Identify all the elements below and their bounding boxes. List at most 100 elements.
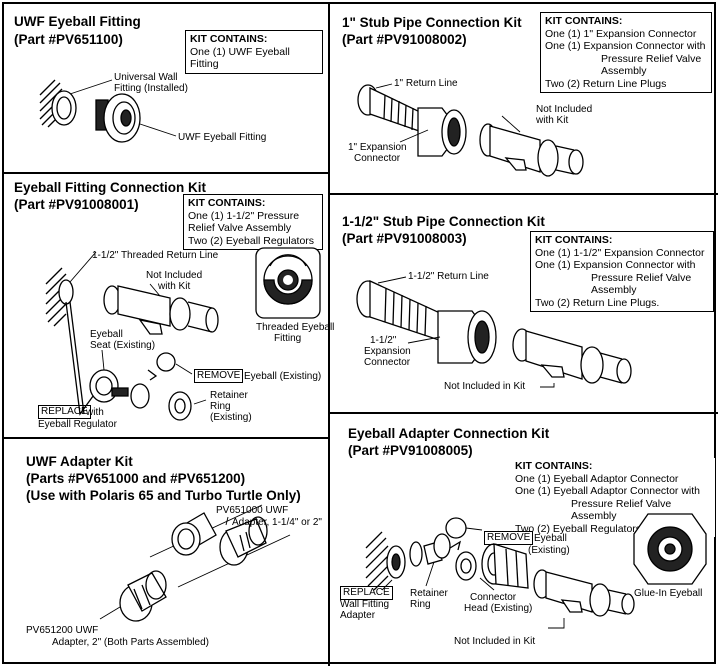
label-connector: Connector: [354, 153, 401, 164]
label-eyeball-regulator: Eyeball Regulator: [38, 419, 117, 430]
kit-item: Two (2) Eyeball Regulators: [515, 522, 642, 535]
divider-left-2: [2, 437, 330, 439]
eyeball-connection-illustration: [45, 247, 321, 421]
label-replace: REPLACE: [340, 586, 393, 600]
kit-item: Two (2) Eyeball Regulators: [188, 234, 315, 247]
panel-title: UWF Eyeball Fitting: [14, 14, 141, 29]
kit-contains-box: KIT CONTAINS: One (1) 1-1/2" Expansion C…: [530, 231, 714, 312]
kit-item: One (1) 1-1/2" Pressure: [188, 209, 300, 222]
panel-usage: (Use with Polaris 65 and Turbo Turtle On…: [26, 488, 301, 503]
label-wall-fitting: Wall Fitting: [340, 599, 390, 610]
retainer-ring: [168, 391, 192, 421]
kit-contains-box: KIT CONTAINS: One (1) 1-1/2" Pressure Re…: [183, 194, 323, 250]
glue-in-eyeball-detail: [633, 513, 707, 585]
label-remove: REMOVE: [194, 369, 244, 383]
wall-hatch: [365, 531, 389, 591]
label-1-5in-return-line: 1-1/2" Return Line: [408, 271, 489, 282]
label-connector: Connector: [364, 357, 411, 368]
kit-header: KIT CONTAINS:: [515, 460, 593, 472]
panel-1-5in-stub-pipe-kit: 1-1/2" Stub Pipe Connection Kit (Part #P…: [330, 195, 720, 414]
uwf-adapter-illustration: [99, 504, 291, 622]
label-expansion: Expansion: [364, 346, 411, 357]
eyeball-adapter-illustration: [365, 513, 707, 629]
divider-left-1: [2, 172, 330, 174]
panel-part-number: (Part #PV91008002): [342, 32, 467, 47]
wall-fitting-ring: [51, 90, 77, 126]
kit-item: One (1) UWF Eyeball Fitting: [190, 45, 290, 71]
kit-item: One (1) Eyeball Adaptor Connector with: [515, 485, 701, 497]
label-glue-in-eyeball: Glue-In Eyeball: [634, 588, 703, 599]
label-eyeball-existing: Eyeball (Existing): [244, 371, 322, 382]
label-pv651000-adapter: Adapter, 1-1/4" or 2": [232, 517, 322, 528]
kit-item: Assembly: [601, 65, 647, 77]
kit-item: Two (2) Return Line Plugs: [545, 77, 667, 90]
label-ring: Ring: [410, 599, 431, 610]
kit-item: One (1) Expansion Connector with: [545, 40, 706, 52]
existing-eyeball: [445, 517, 467, 539]
kit-header: KIT CONTAINS:: [188, 197, 266, 209]
label-seat-existing: Seat (Existing): [90, 340, 156, 351]
label-with: with: [86, 407, 104, 418]
label-adapter: Adapter: [340, 610, 376, 621]
kit-contains-box: KIT CONTAINS: One (1) Eyeball Adaptor Co…: [515, 458, 715, 537]
valve-assembly-not-included: [512, 328, 632, 384]
uwf-fitting-illustration: [39, 79, 177, 143]
connector-head: [481, 543, 529, 589]
eyeball-seat: [89, 369, 119, 403]
label-universal-wall: Universal Wall: [114, 72, 178, 83]
panel-parts: (Parts #PV651000 and #PV651200): [26, 471, 246, 486]
return-pipe: [369, 86, 423, 133]
pipe-threads: [383, 94, 414, 131]
panel-part-number: (Part #PV91008001): [14, 197, 139, 212]
kit-contains-box: KIT CONTAINS: One (1) UWF Eyeball Fittin…: [185, 30, 323, 74]
kit-item: Assembly: [591, 284, 637, 296]
label-1in-return-line: 1" Return Line: [394, 78, 458, 89]
valve-assembly-not-included: [479, 123, 584, 177]
label-eyeball-existing: (Existing): [528, 545, 570, 556]
label-pv651200-uwf: PV651200 UWF: [26, 625, 99, 636]
label-uwf-eyeball-fitting: UWF Eyeball Fitting: [178, 132, 267, 143]
panel-title: UWF Adapter Kit: [26, 454, 133, 469]
kit-item: Relief Valve Assembly: [188, 222, 292, 234]
kit-contains-box: KIT CONTAINS: One (1) 1" Expansion Conne…: [540, 12, 712, 93]
valve-assembly-not-included: [533, 569, 635, 617]
label-not-included-in-kit: Not Included in Kit: [444, 381, 526, 392]
label-remove: REMOVE: [484, 531, 534, 545]
panel-title: 1-1/2" Stub Pipe Connection Kit: [342, 214, 545, 229]
pv651200-adapter: [119, 570, 167, 622]
label-1-5in: 1-1/2": [370, 335, 397, 346]
label-threaded-eyeball: Threaded Eyeball: [256, 322, 335, 333]
kit-item: Two (2) Return Line Plugs.: [535, 296, 660, 309]
panel-uwf-eyeball-fitting: UWF Eyeball Fitting (Part #PV651100) KIT…: [0, 0, 330, 174]
kit-item: Pressure Relief Valve Assembly: [571, 497, 672, 523]
label-pv651200-adapter: Adapter, 2" (Both Parts Assembled): [52, 637, 209, 648]
panel-title: Eyeball Adapter Connection Kit: [348, 426, 550, 441]
eyeball-regulator: [111, 387, 129, 397]
label-eyeball: Eyeball: [90, 329, 123, 340]
label-retainer: Retainer: [210, 390, 248, 401]
kit-item: Pressure Relief Valve: [591, 271, 692, 284]
column-divider: [328, 2, 330, 666]
kit-item: One (1) 1-1/2" Expansion Connector: [535, 246, 705, 259]
threaded-return-line: [58, 279, 74, 305]
panel-eyeball-adapter-kit: Eyeball Adapter Connection Kit (Part #PV…: [330, 414, 720, 668]
pv651000-adapter: [171, 512, 268, 566]
kit-item: Pressure Relief Valve: [601, 52, 702, 65]
label-retainer: Retainer: [410, 588, 448, 599]
1in-stub-illustration: [357, 83, 584, 177]
divider-right-1: [328, 193, 718, 195]
label-replace: REPLACE: [38, 405, 91, 419]
panel-title: Eyeball Fitting Connection Kit: [14, 180, 206, 195]
existing-eyeball: [156, 352, 176, 372]
kit-item: One (1) 1" Expansion Connector: [545, 27, 697, 40]
return-pipe: [369, 279, 443, 342]
label-ring: Ring: [210, 401, 231, 412]
label-fitting: Fitting: [274, 333, 302, 344]
threaded-eyeball-detail: [255, 247, 321, 319]
label-existing: (Existing): [210, 412, 252, 423]
label-with-kit: with Kit: [536, 115, 569, 126]
panel-part-number: (Part #PV91008005): [348, 443, 473, 458]
panel-eyeball-fitting-connection-kit: Eyeball Fitting Connection Kit (Part #PV…: [0, 174, 334, 439]
label-not-included: Not Included: [536, 104, 593, 115]
